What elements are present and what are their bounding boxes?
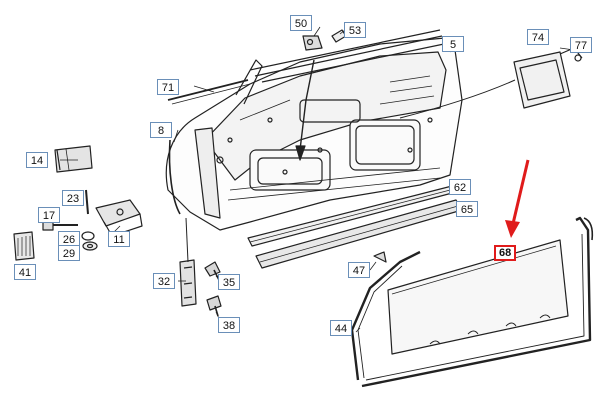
- callout-44[interactable]: 44: [330, 320, 352, 336]
- callout-29[interactable]: 29: [58, 245, 80, 261]
- door-trim-panel-68-drawing: [361, 216, 594, 388]
- washer-26-drawing: [81, 231, 95, 241]
- callout-14[interactable]: 14: [26, 152, 48, 168]
- highlight-arrow: [505, 159, 530, 238]
- callout-50[interactable]: 50: [290, 15, 312, 31]
- lower-hinge-32-drawing: [179, 217, 197, 307]
- callout-38[interactable]: 38: [218, 317, 240, 333]
- callout-68-highlighted[interactable]: 68: [494, 245, 517, 261]
- bracket-50-drawing: [302, 35, 323, 51]
- callout-47[interactable]: 47: [348, 262, 370, 278]
- callout-11[interactable]: 11: [108, 231, 130, 247]
- callout-35[interactable]: 35: [218, 274, 240, 290]
- door-shell-drawing: [165, 29, 463, 231]
- bumper-41-drawing: [13, 231, 35, 261]
- clip-47-drawing: [373, 251, 387, 263]
- callout-8[interactable]: 8: [150, 122, 172, 138]
- pin-23-drawing: [85, 189, 89, 215]
- callout-77[interactable]: 77: [570, 37, 592, 53]
- mirror-housing-74-drawing: [513, 47, 583, 109]
- door-seal-44-drawing: [350, 250, 421, 381]
- callout-32[interactable]: 32: [153, 273, 175, 289]
- callout-5[interactable]: 5: [442, 36, 464, 52]
- lock-barrel-14-drawing: [54, 145, 93, 173]
- callout-53[interactable]: 53: [344, 22, 366, 38]
- callout-74[interactable]: 74: [527, 29, 549, 45]
- callout-71[interactable]: 71: [157, 79, 179, 95]
- callout-26[interactable]: 26: [58, 231, 80, 247]
- callout-65[interactable]: 65: [456, 201, 478, 217]
- screw-38-drawing: [206, 295, 222, 317]
- callout-41[interactable]: 41: [14, 264, 36, 280]
- washer-29-drawing: [82, 241, 98, 251]
- callout-62[interactable]: 62: [449, 179, 471, 195]
- callout-17[interactable]: 17: [38, 207, 60, 223]
- callout-23[interactable]: 23: [62, 190, 84, 206]
